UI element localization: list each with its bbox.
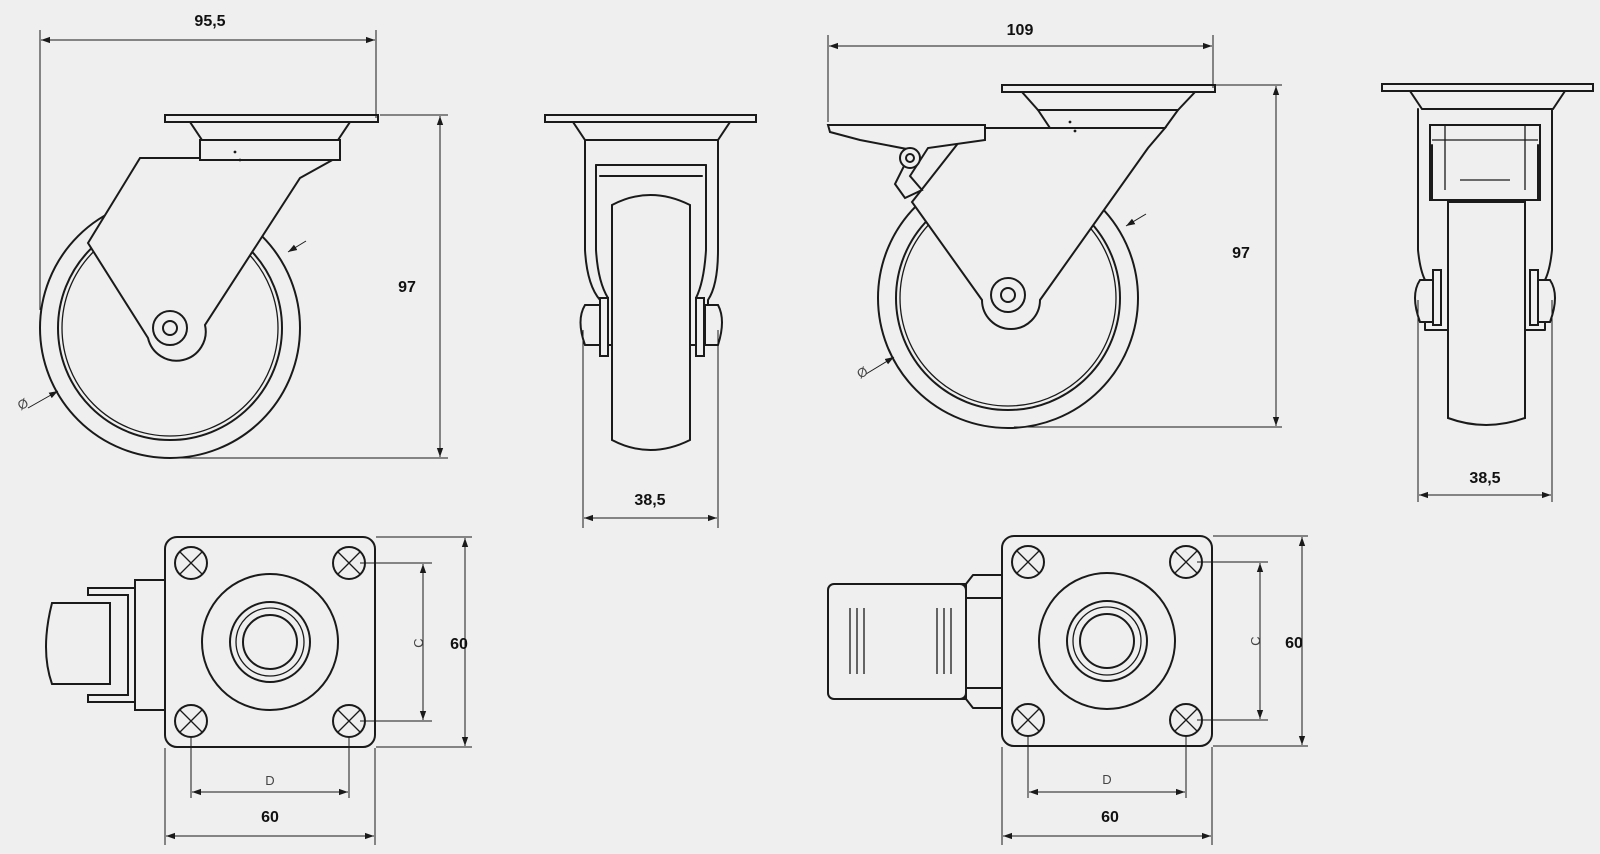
wheel-front — [1447, 201, 1526, 426]
brake-plate-top-view: C 60 D 60 — [827, 535, 1308, 845]
height-label: 97 — [1232, 245, 1250, 262]
width-label: 109 — [1007, 22, 1034, 39]
mounting-plate — [164, 536, 376, 748]
swivel-plate-top-view: C 60 D 60 — [45, 536, 472, 845]
width-label: 60 — [261, 809, 279, 826]
brake-caster-side-view: Ø 109 97 — [826, 16, 1282, 429]
width-label: 38,5 — [634, 492, 665, 509]
axle-hub — [990, 277, 1026, 313]
width-label: 38,5 — [1469, 470, 1500, 487]
width-label: 95,5 — [194, 13, 225, 30]
top-plate — [1001, 84, 1216, 93]
brake-caster-front-view: 38,5 — [1381, 83, 1594, 502]
axle-hub — [152, 310, 188, 346]
c-label: C — [1248, 636, 1263, 645]
wheel-front — [611, 194, 691, 451]
d-label: D — [1102, 772, 1111, 787]
brake-pedal — [827, 583, 967, 700]
diameter-symbol: Ø — [15, 395, 31, 413]
height-label: 97 — [398, 279, 416, 296]
fork-body — [910, 127, 1168, 330]
height-label: 60 — [1285, 635, 1303, 652]
wheel-stub — [45, 602, 111, 685]
mounting-plate — [1001, 535, 1213, 747]
mounting-holes — [1011, 545, 1203, 737]
fork-body — [86, 157, 340, 362]
c-label: C — [411, 638, 426, 647]
top-plate — [544, 114, 757, 123]
width-label: 60 — [1101, 809, 1119, 826]
height-label: 60 — [450, 636, 468, 653]
swivel-caster-front-view: 38,5 — [544, 114, 757, 528]
swivel-caster-side-view: Ø 95,5 97 — [15, 10, 448, 459]
brake-block — [1429, 124, 1541, 201]
top-plate — [1381, 83, 1594, 92]
top-plate — [164, 114, 379, 123]
diameter-symbol: Ø — [854, 363, 870, 381]
d-label: D — [265, 773, 274, 788]
